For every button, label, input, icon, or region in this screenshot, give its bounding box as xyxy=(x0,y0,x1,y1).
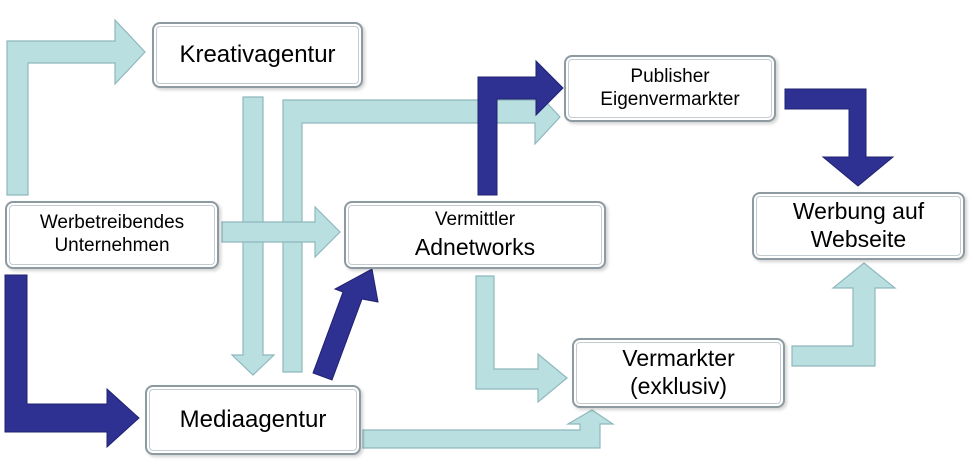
arrow-vermittler-to-vermarkter xyxy=(475,275,568,404)
node-werbetreibendes-line-1: Werbetreibendes xyxy=(39,212,185,234)
node-werbetreibendes-unternehmen: Werbetreibendes Unternehmen xyxy=(5,201,219,269)
node-publisher-line-1: Publisher xyxy=(630,65,710,87)
node-publisher-eigenvermarkter: Publisher Eigenvermarkter xyxy=(564,55,776,122)
node-vermittler-line-1: Vermittler xyxy=(434,208,516,230)
arrow-vermittler-to-publisher xyxy=(477,59,564,196)
node-werbung-line-2: Webseite xyxy=(810,226,907,252)
node-werbetreibendes-line-2: Unternehmen xyxy=(54,235,170,256)
arrow-werbetreibendes-to-vermittler xyxy=(221,205,341,259)
arrow-mediaagentur-to-vermittler xyxy=(312,268,379,381)
arrow-mediaagentur-to-vermarkter xyxy=(362,409,615,449)
arrow-vermarkter-to-werbung xyxy=(791,262,897,367)
arrow-publisher-to-werbung xyxy=(784,88,895,187)
node-kreativagentur-label: Kreativagentur xyxy=(179,40,336,68)
node-mediaagentur-label: Mediaagentur xyxy=(179,405,327,433)
node-vermarkter-line-1: Vermarkter xyxy=(622,345,735,372)
node-vermittler-line-2: Adnetworks xyxy=(414,233,536,260)
arrow-werbetreibendes-to-mediaagentur xyxy=(4,274,140,449)
node-mediaagentur: Mediaagentur xyxy=(145,385,361,455)
node-kreativagentur: Kreativagentur xyxy=(152,22,363,88)
node-werbung-line-1: Werbung auf xyxy=(792,198,925,225)
node-vermarkter-line-2: (exklusiv) xyxy=(629,373,728,399)
node-publisher-line-2: Eigenvermarkter xyxy=(600,88,740,110)
arrow-mediaagentur-to-publisher xyxy=(282,88,561,373)
node-werbung-auf-webseite: Werbung auf Webseite xyxy=(752,192,965,260)
node-vermittler-adnetworks: Vermittler Adnetworks xyxy=(344,201,606,269)
arrow-werbetreibendes-to-kreativagentur xyxy=(6,18,146,196)
node-vermarkter-exklusiv: Vermarkter (exklusiv) xyxy=(572,338,785,408)
